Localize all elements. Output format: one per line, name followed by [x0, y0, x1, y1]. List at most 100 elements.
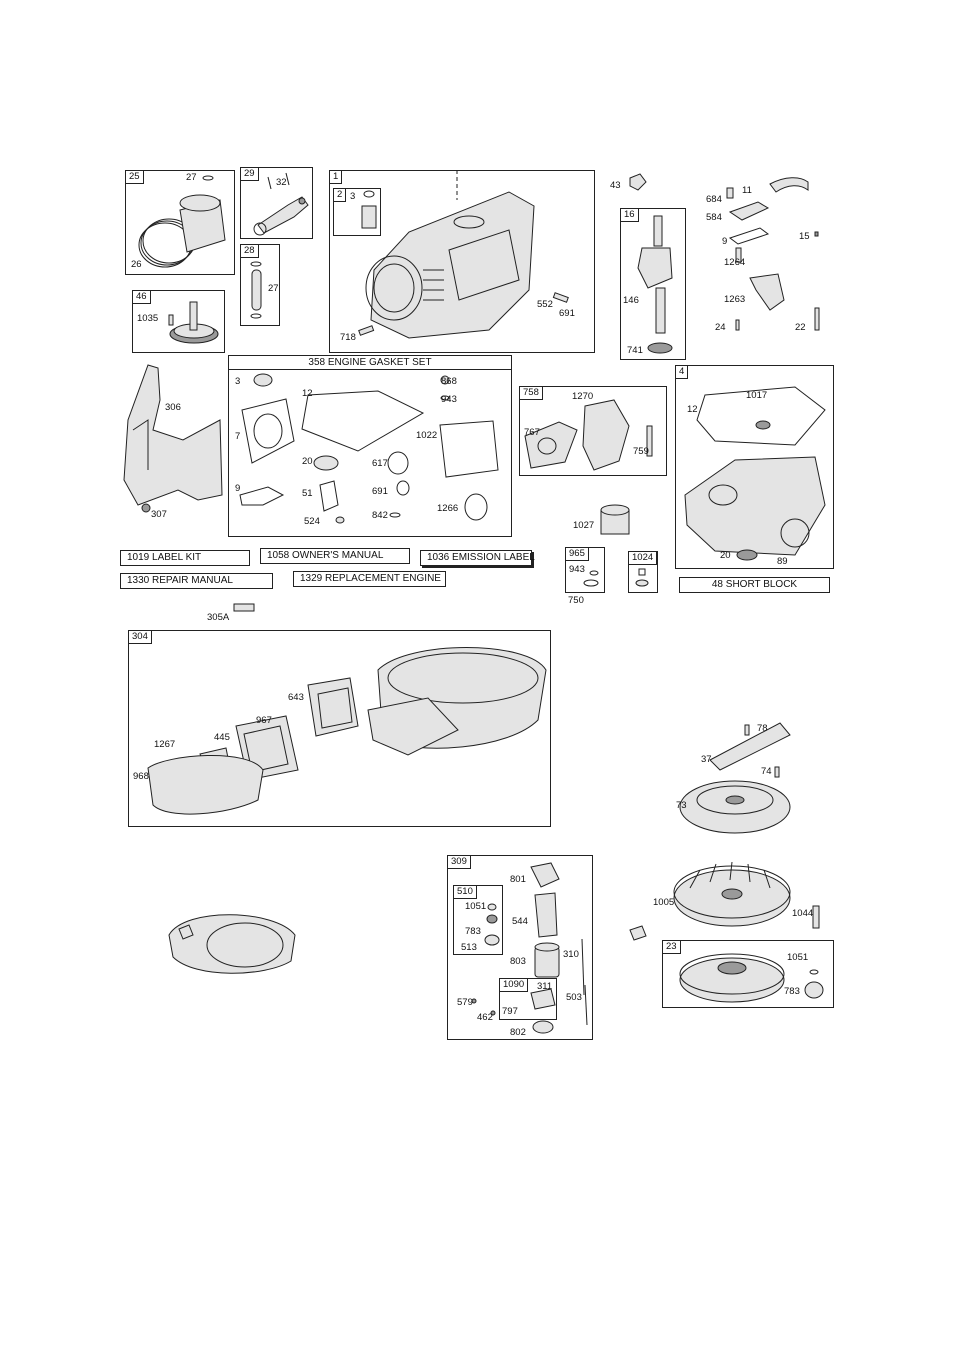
box-1024-drain-plug: 1024 [628, 551, 658, 593]
part-643: 643 [288, 692, 304, 703]
box-16-crankshaft: 16 [620, 208, 686, 360]
part-37: 37 [701, 754, 712, 765]
drain-plug-drawing [635, 568, 649, 587]
gasket-set-drawing [239, 373, 499, 524]
part-9: 9 [235, 483, 241, 494]
part-1266: 1266 [437, 503, 459, 514]
part-1270: 1270 [572, 391, 594, 402]
part-307: 307 [151, 509, 167, 520]
part-32: 32 [276, 177, 287, 188]
oil-pump-drawing [524, 399, 653, 471]
box-label: 25 [125, 170, 144, 185]
part-968: 968 [133, 771, 149, 782]
blower-housing-drawing [147, 647, 547, 815]
part-617: 617 [372, 458, 388, 469]
part-78: 78 [757, 723, 768, 734]
box-label: 23 [662, 940, 681, 955]
part-9: 9 [722, 236, 728, 247]
piston-ring-drawing [138, 175, 226, 268]
box-304-blower-housing: 304 [128, 630, 551, 827]
seal-kit-drawing [583, 570, 599, 587]
part-524: 524 [304, 516, 320, 527]
fan-screen-drawing [679, 722, 791, 834]
part-1017: 1017 [746, 390, 768, 401]
box-46-governor: 46 [132, 290, 225, 353]
part-24: 24 [715, 322, 726, 333]
box-23-flywheel: 23 [662, 940, 834, 1008]
part-718: 718 [340, 332, 356, 343]
label-kit-1019[interactable]: 1019 LABEL KIT [120, 550, 250, 566]
part-803: 803 [510, 956, 526, 967]
part-552: 552 [537, 299, 553, 310]
part-513: 513 [461, 942, 477, 953]
flywheel-fan-drawing [629, 861, 820, 941]
flywheel-drawing [679, 953, 824, 1003]
repair-manual-1330[interactable]: 1330 REPAIR MANUAL [120, 573, 273, 589]
box-1090-brush-kit: 1090 [499, 978, 557, 1020]
box-label: 758 [519, 386, 543, 401]
part-51: 51 [302, 488, 313, 499]
crankshaft-drawing [637, 215, 673, 354]
emission-label-1036[interactable]: 1036 EMISSION LABEL [420, 550, 535, 566]
part-27: 27 [268, 283, 279, 294]
box-label: 304 [128, 630, 152, 645]
box-label: 29 [240, 167, 259, 182]
part-311: 311 [537, 981, 553, 992]
part-579: 579 [457, 997, 473, 1008]
part-783: 783 [465, 926, 481, 937]
part-11: 11 [742, 185, 752, 196]
box-label: 510 [453, 885, 477, 900]
part-12: 12 [687, 404, 698, 415]
screw-305a-drawing [233, 603, 255, 612]
box-28-piston-pin: 28 [240, 244, 280, 326]
part-1022: 1022 [416, 430, 438, 441]
part-462: 462 [477, 1012, 493, 1023]
part-1051: 1051 [787, 952, 809, 963]
part-1044: 1044 [792, 908, 814, 919]
part-943: 943 [569, 564, 585, 575]
part-20: 20 [720, 550, 731, 561]
part-1005: 1005 [653, 897, 675, 908]
part-73: 73 [676, 800, 687, 811]
part-544: 544 [512, 916, 528, 927]
box-510-drive-kit: 510 [453, 885, 503, 955]
box-358-gasket-set: 358 ENGINE GASKET SET [228, 355, 512, 537]
part-783: 783 [784, 986, 800, 997]
part-3: 3 [350, 191, 356, 202]
box-label: 4 [675, 365, 689, 380]
part-1035: 1035 [137, 313, 159, 324]
box-label: 46 [132, 290, 151, 305]
part-310: 310 [563, 949, 579, 960]
part-445: 445 [214, 732, 230, 743]
part-305a: 305A [207, 612, 230, 623]
part-691: 691 [559, 308, 575, 319]
box-label: 1 [329, 170, 343, 185]
box-965-seal-kit: 965 [565, 547, 605, 593]
gasket-set-title: 358 ENGINE GASKET SET [229, 356, 511, 370]
short-block-48[interactable]: 48 SHORT BLOCK [679, 577, 830, 593]
part-741: 741 [627, 345, 643, 356]
part-584: 584 [706, 212, 722, 223]
part-967: 967 [256, 715, 272, 726]
box-758-oil-pump: 758 [519, 386, 667, 476]
box-label: 1090 [499, 978, 529, 993]
part-750: 750 [568, 595, 584, 606]
part-1051: 1051 [465, 901, 487, 912]
part-306: 306 [165, 402, 181, 413]
part-868: 868 [441, 376, 457, 387]
replacement-engine-1329[interactable]: 1329 REPLACEMENT ENGINE [293, 571, 446, 587]
box-29-connecting-rod: 29 [240, 167, 313, 239]
box-309-starter: 309 [447, 855, 593, 1040]
part-7: 7 [235, 431, 241, 442]
loose-parts-drawing [629, 173, 820, 331]
part-802: 802 [510, 1027, 526, 1038]
part-759: 759 [633, 446, 649, 457]
cylinder-block-drawing [358, 170, 569, 339]
part-20: 20 [302, 456, 313, 467]
part-1264: 1264 [724, 257, 746, 268]
part-684: 684 [706, 194, 722, 205]
box-label: 1024 [628, 551, 658, 566]
owners-manual-1058[interactable]: 1058 OWNER'S MANUAL [260, 548, 410, 564]
box-25-piston: 25 [125, 170, 235, 275]
